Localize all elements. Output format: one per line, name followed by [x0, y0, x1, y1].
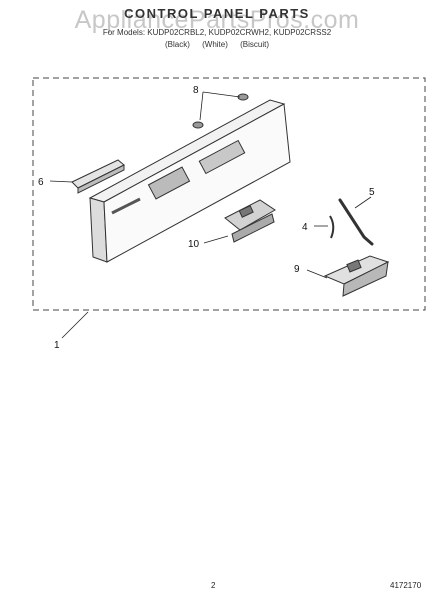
callout-9: 9 [294, 264, 300, 275]
watermark: AppliancePartsPros.com [74, 6, 360, 34]
trim-piece-part [71, 159, 125, 194]
clip-part [329, 215, 335, 239]
color-list: (Black) (White) (Biscuit) [164, 40, 269, 49]
callout-4: 4 [302, 222, 308, 233]
callout-1: 1 [54, 340, 60, 351]
callout-6: 6 [38, 177, 44, 188]
leader-lines [49, 91, 372, 339]
callout-10: 10 [188, 239, 200, 250]
switch-bracket-part [224, 199, 276, 243]
document-number: 4172170 [390, 581, 422, 590]
control-panel-part [88, 99, 291, 263]
page-title: CONTROL PANEL PARTS [124, 6, 310, 21]
page-number: 2 [211, 581, 216, 590]
callout-8: 8 [193, 85, 199, 96]
assembly-boundary [32, 77, 426, 311]
latch-housing-part [323, 255, 390, 297]
bent-rod-part [338, 198, 374, 246]
screw-part [192, 93, 249, 129]
model-list: For Models: KUDP02CRBL2, KUDP02CRWH2, KU… [102, 28, 332, 37]
callout-5: 5 [369, 187, 375, 198]
